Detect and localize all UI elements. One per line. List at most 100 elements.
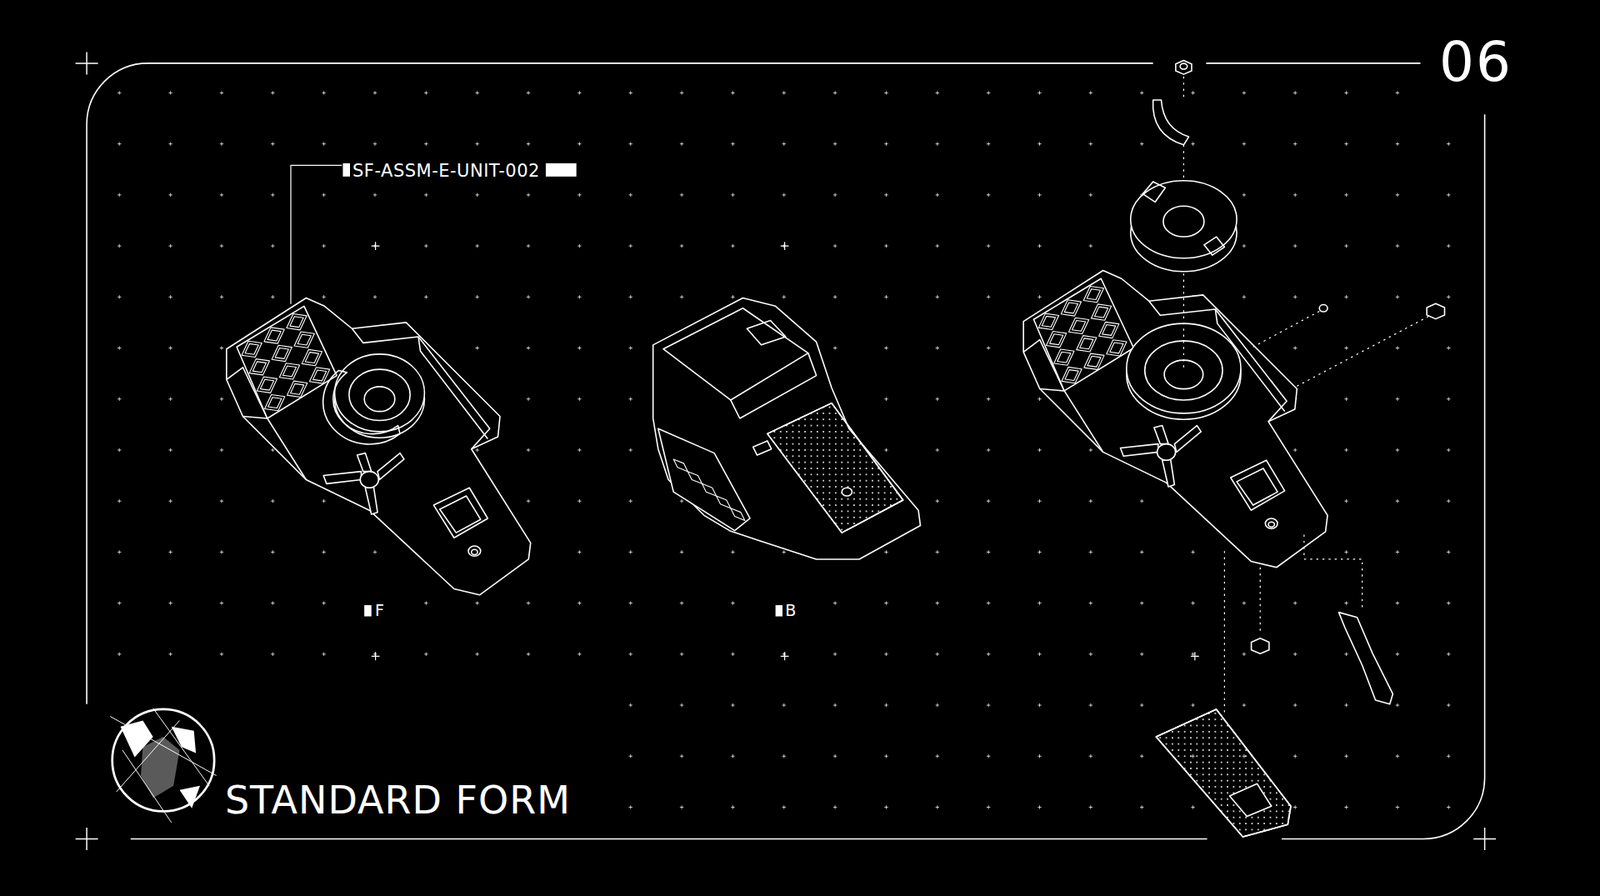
grid-cross	[424, 652, 428, 656]
grid-cross	[884, 397, 888, 401]
grid-cross	[321, 652, 325, 656]
grid-cross	[730, 805, 735, 809]
grid-cross	[1140, 600, 1144, 605]
grid-cross	[270, 244, 275, 248]
grid-cross	[1190, 703, 1195, 707]
grid-cross	[1293, 244, 1297, 248]
grid-cross	[1037, 703, 1041, 707]
grid-cross	[884, 295, 888, 299]
grid-cross	[526, 652, 530, 656]
grid-cross	[1037, 652, 1041, 656]
part-code: SF-ASSM-E-UNIT-002	[350, 160, 543, 180]
ring-disc	[1130, 180, 1237, 259]
grid-cross	[935, 600, 940, 605]
lattice-cell	[260, 379, 274, 390]
grid-cross	[935, 397, 940, 401]
ring-tab	[1142, 181, 1225, 255]
unit-body	[226, 298, 531, 595]
grid-cross	[680, 652, 684, 656]
grid-cross	[270, 550, 275, 554]
latch-arm	[377, 453, 405, 480]
grid-cross	[577, 141, 581, 145]
grid-cross	[1037, 550, 1041, 554]
grid-cross	[1140, 499, 1144, 503]
lattice-panel	[236, 305, 337, 419]
grid-cross	[680, 805, 684, 809]
grid-cross	[1344, 295, 1348, 299]
grid-cross	[1089, 141, 1093, 145]
grid-cross	[782, 754, 786, 758]
grid-cross	[629, 703, 633, 707]
latch-arm	[1162, 458, 1175, 487]
grid-cross	[1293, 652, 1297, 656]
lattice-cell	[287, 380, 308, 397]
tag-block	[364, 605, 372, 616]
lattice-cell	[1083, 285, 1104, 302]
grid-cross	[577, 193, 581, 197]
track-tread	[730, 508, 745, 521]
grid-cross	[1344, 754, 1348, 758]
front-hole	[1265, 518, 1278, 529]
lattice-cell	[1106, 340, 1127, 356]
grid-cross	[321, 550, 325, 554]
grid-cross	[730, 550, 735, 554]
lattice-cell	[286, 314, 307, 330]
ring-top	[1126, 323, 1241, 414]
grid-cross	[629, 448, 633, 452]
grid-cross	[373, 550, 377, 554]
track-tread	[701, 483, 716, 496]
grid-cross	[935, 652, 940, 656]
lattice-cell	[1057, 351, 1071, 363]
grid-cross	[1446, 244, 1450, 248]
hex-cap	[1426, 303, 1445, 319]
grid-cross	[321, 193, 325, 197]
grid-cross	[1037, 397, 1041, 401]
grid-cross	[884, 193, 888, 197]
base-plate-edge	[1155, 709, 1291, 837]
grid-cross	[270, 141, 275, 145]
screw	[841, 487, 852, 496]
ring-inner	[1145, 340, 1223, 400]
grid-cross	[833, 90, 837, 95]
grid-cross	[1242, 244, 1246, 248]
grid-cross	[884, 805, 888, 809]
grid-cross	[168, 244, 172, 248]
lattice-cell	[1054, 349, 1075, 365]
grid-cross	[1344, 652, 1348, 656]
grid-cross	[782, 295, 786, 299]
grid-cross	[680, 193, 684, 197]
grid-cross	[986, 244, 990, 248]
grid-cross	[270, 193, 275, 197]
grid-cross	[833, 295, 837, 299]
grid-cross	[986, 397, 990, 401]
base-plate	[1155, 709, 1291, 837]
grid-cross	[475, 345, 479, 350]
grid-cross	[1293, 600, 1297, 605]
grid-cross	[1037, 193, 1041, 197]
lattice-cell	[1094, 306, 1108, 318]
grid-cross	[220, 550, 224, 554]
grid-cross	[1242, 703, 1246, 707]
front-window	[440, 495, 481, 533]
grid-cross	[1140, 703, 1144, 707]
grid-cross	[220, 295, 224, 299]
grid-cross	[833, 703, 837, 707]
grid-cross	[168, 499, 172, 503]
grid-cross	[1140, 754, 1144, 758]
grid-cross	[1089, 754, 1093, 758]
grid-cross	[1344, 550, 1348, 554]
grid-cross	[1344, 345, 1348, 350]
grid-cross	[1344, 193, 1348, 197]
grid-cross	[373, 295, 377, 299]
lattice-cell	[1046, 331, 1067, 348]
grid-cross	[730, 295, 735, 299]
grid-cross	[1446, 448, 1450, 452]
grid-cross	[1037, 499, 1041, 503]
grid-cross	[526, 141, 530, 145]
grid-cross	[1344, 244, 1348, 248]
grid-cross	[168, 345, 172, 350]
grid-cross	[1089, 600, 1093, 605]
grid-cross	[1089, 448, 1093, 452]
hex-nut	[1175, 60, 1192, 75]
